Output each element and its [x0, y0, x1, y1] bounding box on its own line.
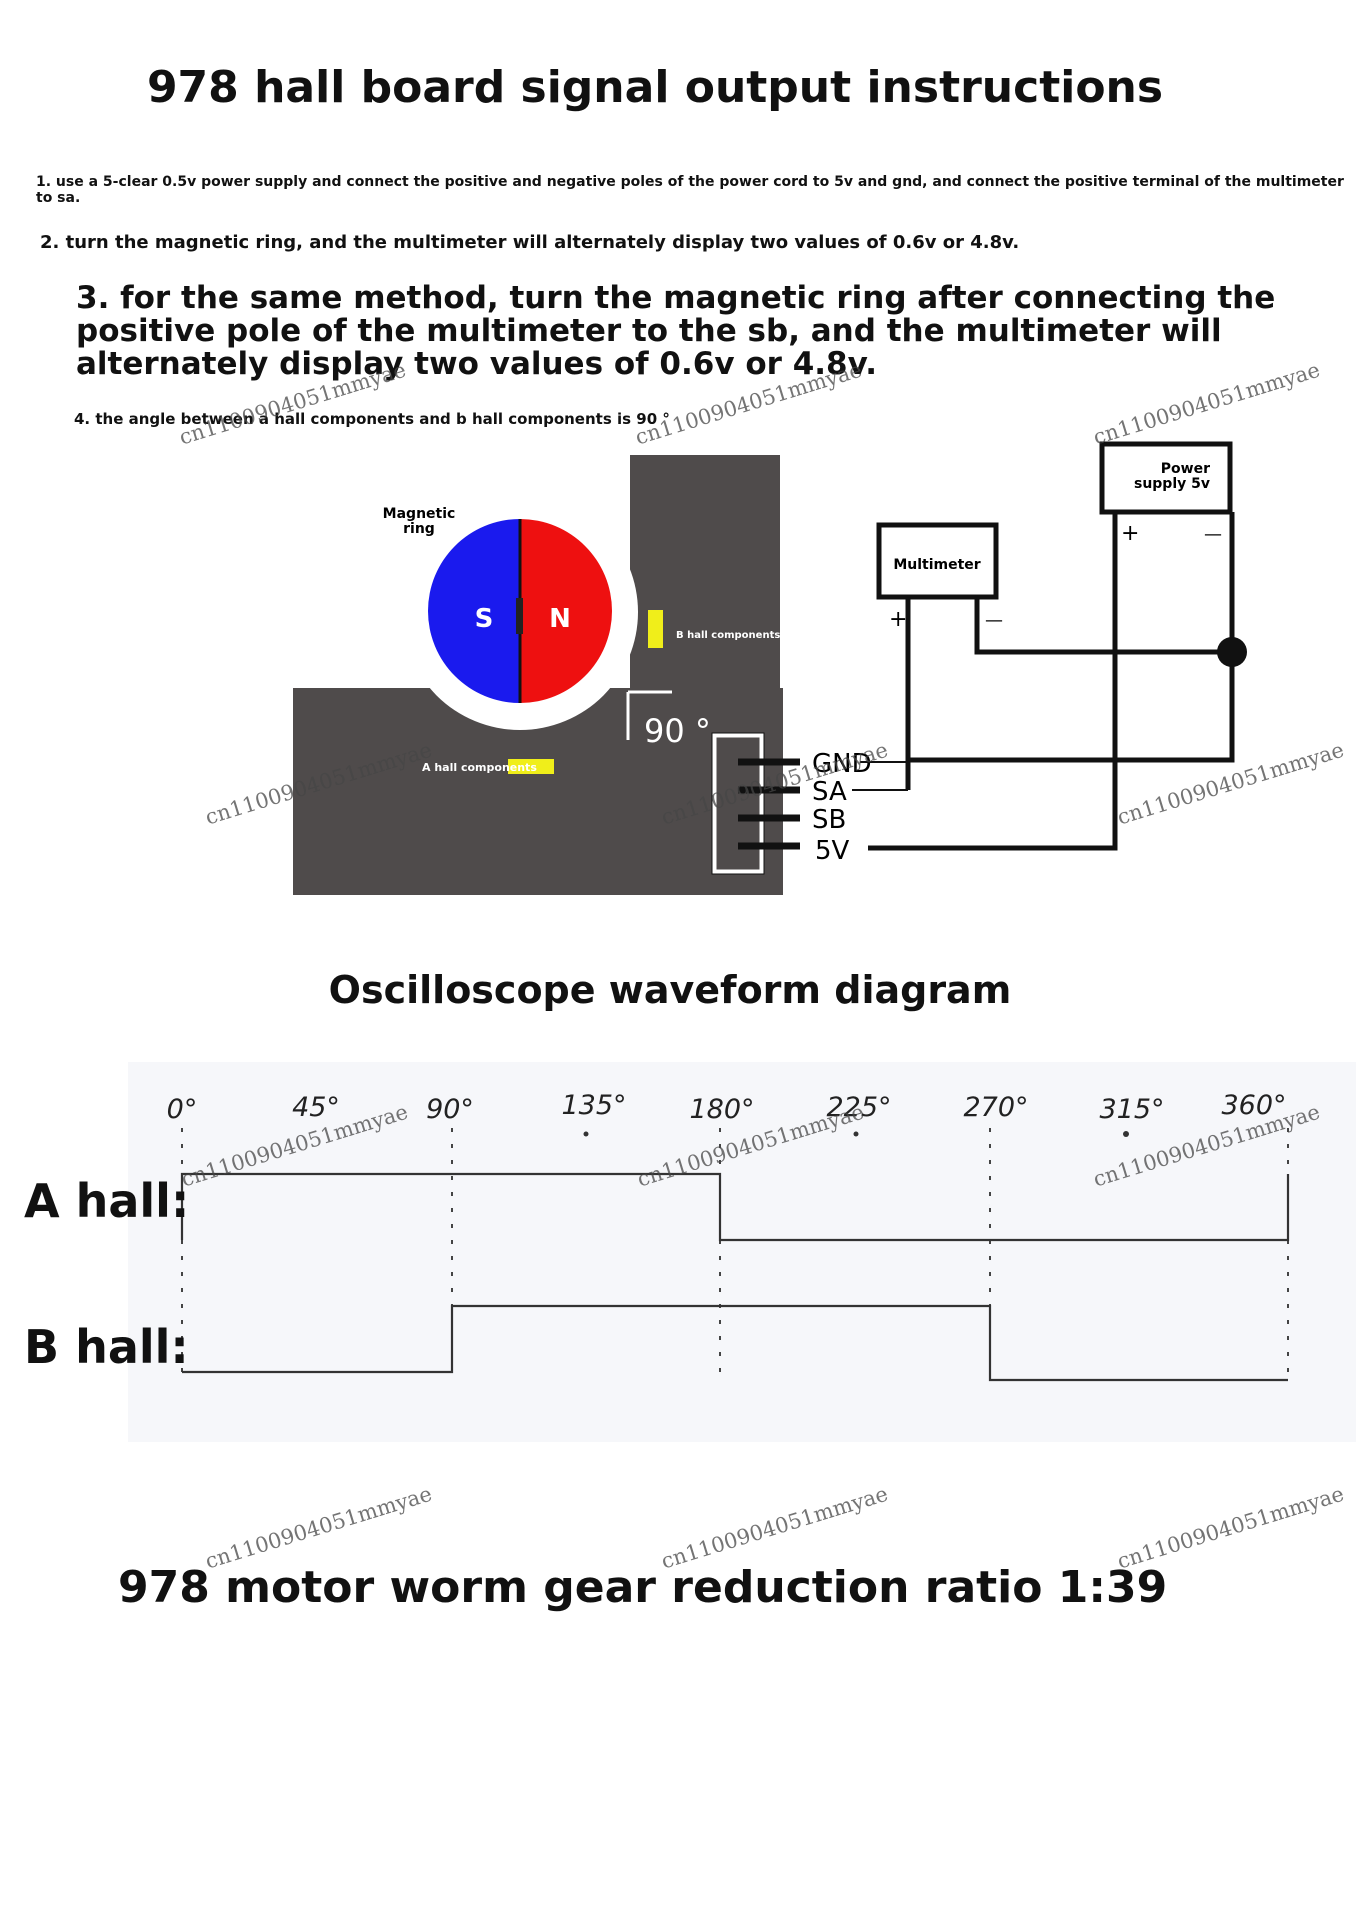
connector: [711, 732, 800, 875]
wiring-diagram: S N Magnetic ring B hall components A ha…: [293, 441, 1247, 895]
instruction-2: 2. turn the magnetic ring, and the multi…: [40, 232, 1020, 253]
multimeter-label: Multimeter: [893, 557, 980, 573]
pin-gnd-label: GND: [812, 749, 872, 779]
angle-marker: 90 °: [626, 690, 711, 750]
magnetic-ring-label-line2: ring: [403, 521, 435, 537]
s-pole-label: S: [475, 604, 494, 634]
power-supply: Power supply 5v + —: [1099, 441, 1233, 546]
watermark: cn1100904051mmyae: [658, 1481, 891, 1574]
angle-tick-360: 360°: [1221, 1090, 1286, 1121]
b-hall-label: B hall components: [676, 630, 780, 641]
angle-label: 90 °: [644, 712, 711, 750]
power-supply-label: Power: [1161, 461, 1210, 477]
multimeter-plus: +: [889, 607, 907, 632]
angle-tick-45: 45°: [292, 1092, 340, 1123]
angle-tick-90: 90°: [426, 1094, 474, 1125]
wire-junction: [1217, 637, 1247, 667]
oscilloscope-title: Oscilloscope waveform diagram: [328, 968, 1012, 1012]
power-supply-plus: +: [1121, 521, 1139, 546]
n-pole-label: N: [549, 604, 571, 634]
angle-tick-0: 0°: [167, 1094, 198, 1125]
oscilloscope-waveform: 0° 45° 90° 135° 180° 225° 270° 315° 360°: [128, 1062, 1356, 1442]
pin-sa-label: SA: [812, 777, 847, 807]
watermark: cn1100904051mmyae: [1114, 1481, 1347, 1574]
tick-dots: [583, 1131, 1129, 1137]
angle-tick-270: 270°: [963, 1092, 1028, 1123]
angle-tick-180: 180°: [689, 1094, 754, 1125]
power-supply-label-line2: supply 5v: [1134, 476, 1210, 492]
instruction-1: 1. use a 5-clear 0.5v power supply and c…: [36, 174, 1344, 206]
wires: [868, 512, 1235, 851]
a-hall-sensor: [508, 759, 554, 774]
a-hall-waveform: [180, 1172, 1290, 1242]
magnetic-ring-label: Magnetic: [383, 506, 456, 522]
a-hall-label: A hall components: [422, 761, 537, 774]
a-hall-row-label: A hall:: [24, 1174, 190, 1228]
angle-tick-315: 315°: [1099, 1094, 1164, 1125]
angle-tick-135: 135°: [561, 1090, 626, 1121]
b-hall-row-label: B hall:: [24, 1320, 189, 1374]
power-supply-minus: —: [1204, 524, 1222, 545]
multimeter-minus: —: [985, 610, 1003, 631]
instruction-4: 4. the angle between a hall components a…: [74, 410, 670, 428]
watermark: cn1100904051mmyae: [202, 1481, 435, 1574]
multimeter: Multimeter + —: [876, 522, 1003, 632]
footer-title: 978 motor worm gear reduction ratio 1:39: [118, 1562, 1168, 1613]
angle-tick-225: 225°: [826, 1092, 891, 1123]
page-title: 978 hall board signal output instruction…: [146, 62, 1164, 113]
pin-5v-label: 5V: [815, 836, 850, 866]
b-hall-sensor: [648, 610, 663, 648]
pin-sb-label: SB: [812, 805, 846, 835]
b-hall-waveform: [182, 1304, 1288, 1382]
instruction-3: 3. for the same method, turn the magneti…: [76, 280, 1276, 382]
magnetic-ring: S N: [428, 519, 612, 703]
